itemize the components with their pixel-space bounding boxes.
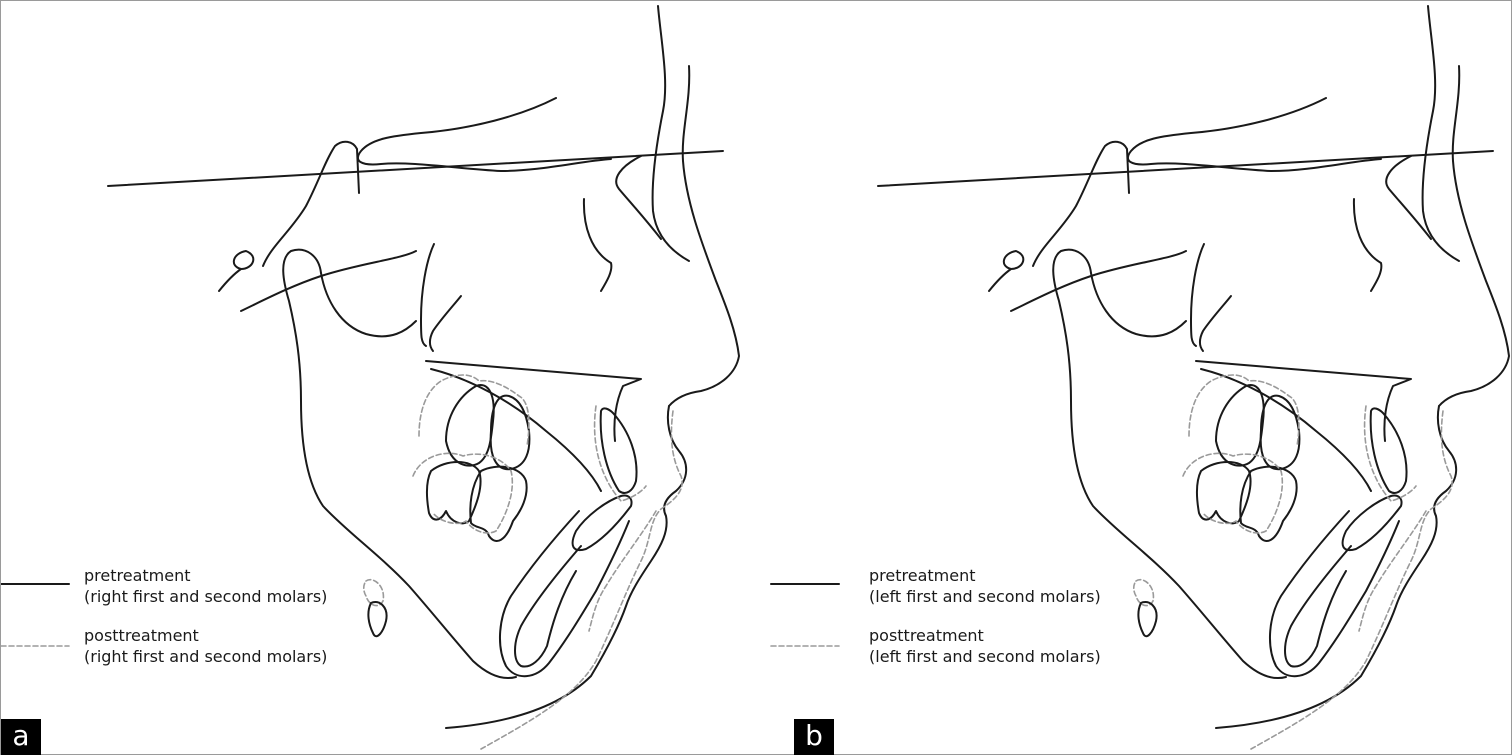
- legend-a-post: posttreatment (right first and second mo…: [84, 625, 327, 667]
- legend-a-post-line2: (right first and second molars): [84, 647, 328, 666]
- legend-b-pre-line2: (left first and second molars): [869, 587, 1101, 606]
- legend-b-pre: pretreatment (left first and second mola…: [869, 565, 1101, 607]
- legend-b-pre-line1: pretreatment: [869, 566, 976, 585]
- legend-a-pre-line2: (right first and second molars): [84, 587, 328, 606]
- legend-b-post-line1: posttreatment: [869, 626, 984, 645]
- panel-label-a: a: [1, 719, 41, 755]
- legend-b-post: posttreatment (left first and second mol…: [869, 625, 1101, 667]
- legend-a-post-line1: posttreatment: [84, 626, 199, 645]
- panel-label-b: b: [794, 719, 834, 755]
- legend-a-pre: pretreatment (right first and second mol…: [84, 565, 327, 607]
- legend-b-post-line2: (left first and second molars): [869, 647, 1101, 666]
- legend-a-pre-line1: pretreatment: [84, 566, 191, 585]
